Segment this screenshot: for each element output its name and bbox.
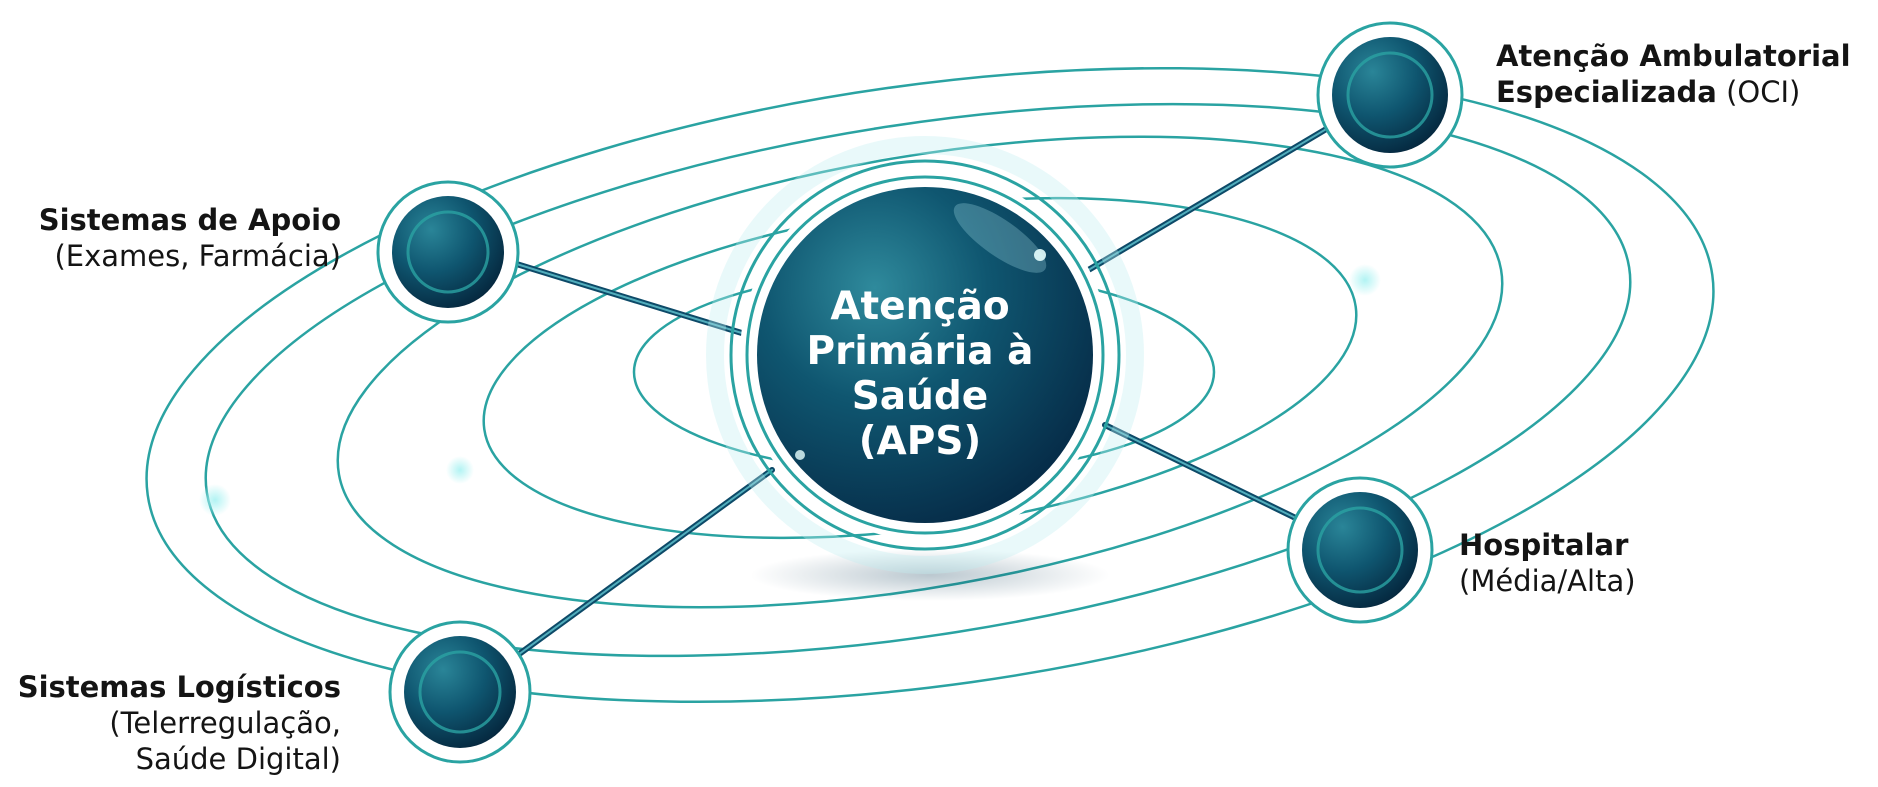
link-ambulatorial-glow: [1084, 111, 1356, 273]
label-hospitalar-subtitle: (Média/Alta): [1459, 564, 1636, 598]
center-shadow: [750, 549, 1110, 601]
label-apoio-title: Sistemas de Apoio: [38, 203, 341, 237]
glow-dot: [446, 456, 474, 484]
node-hospitalar-inner-ring: [1316, 506, 1404, 594]
orbit-ring-6: [145, 66, 1715, 704]
center-highlight: [953, 203, 1047, 273]
glow-dot: [1349, 264, 1381, 296]
center-label-line-2: Primária à: [806, 329, 1034, 374]
node-apoio-inner-ring: [406, 210, 490, 294]
center-label-line-4: (APS): [858, 419, 982, 464]
label-ambulatorial-line2: Especializada (OCI): [1496, 74, 1851, 110]
center-label: Atenção Primária à Saúde (APS): [790, 284, 1050, 464]
glow-dot: [199, 484, 231, 516]
link-hospitalar-glow: [1104, 424, 1311, 526]
center-sphere: [757, 187, 1093, 523]
link-apoio-glow: [509, 261, 746, 335]
center-sparkle: [1034, 249, 1046, 261]
center-ring-inner: [745, 175, 1105, 535]
label-logistica-title: Sistemas Logísticos: [17, 670, 341, 704]
label-ambulatorial-title: Atenção Ambulatorial: [1496, 39, 1851, 73]
node-ambulatorial: [1316, 21, 1464, 169]
label-ambulatorial-subtitle: (OCI): [1726, 75, 1801, 109]
label-logistica-subtitle-2: Saúde Digital): [135, 742, 341, 776]
node-logistica-inner-ring: [418, 650, 502, 734]
node-hospitalar: [1286, 476, 1434, 624]
center-sparkle: [795, 450, 805, 460]
node-apoio: [376, 180, 520, 324]
center-label-line-3: Saúde: [851, 374, 989, 419]
label-hospitalar-title: Hospitalar: [1459, 528, 1629, 562]
label-logistica-subtitle-1: (Telerregulação,: [109, 706, 341, 740]
connector-lines: [497, 109, 1358, 671]
label-sistemas-de-apoio: Sistemas de Apoio (Exames, Farmácia): [39, 202, 341, 274]
node-ambulatorial-inner-ring: [1346, 51, 1434, 139]
label-sistemas-logisticos: Sistemas Logísticos (Telerregulação, Saú…: [18, 669, 341, 777]
node-logistica: [388, 620, 532, 764]
link-logistica-glow: [499, 469, 773, 669]
center-label-line-1: Atenção: [830, 284, 1010, 329]
center-halo: [706, 136, 1144, 574]
label-atencao-ambulatorial: Atenção Ambulatorial Especializada (OCI): [1496, 38, 1851, 110]
label-hospitalar: Hospitalar (Média/Alta): [1459, 527, 1636, 599]
center-ring-outer: [729, 159, 1121, 551]
center-node: [706, 136, 1144, 574]
label-apoio-subtitle: (Exames, Farmácia): [54, 239, 341, 273]
label-ambulatorial-title2: Especializada: [1496, 75, 1717, 109]
